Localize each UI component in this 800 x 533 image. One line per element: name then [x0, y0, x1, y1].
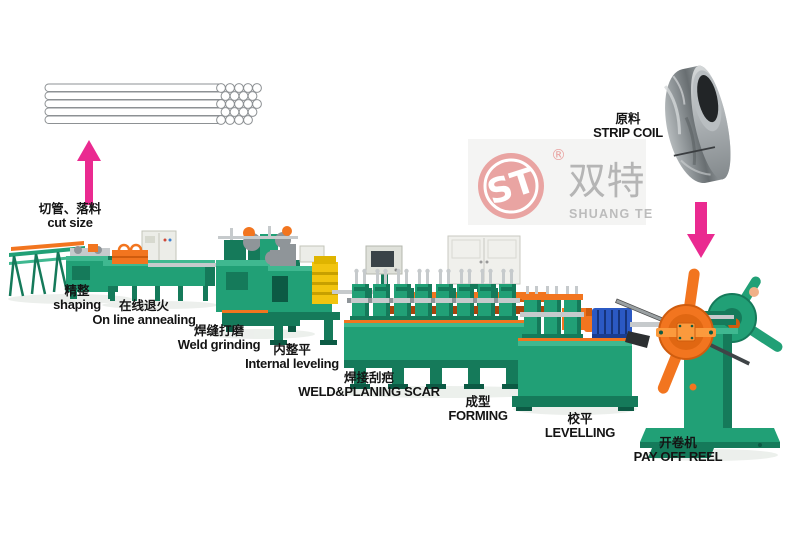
up-arrow — [77, 140, 101, 205]
forming-mill — [344, 268, 548, 389]
label-shaping: 精整 shaping — [53, 284, 101, 313]
label-internal-leveling-en: Internal leveling — [245, 356, 339, 371]
label-cut-size-cn: 切管、落料 — [38, 202, 102, 216]
annealing-machine — [103, 230, 234, 301]
label-strip-coil-cn: 原料 — [615, 112, 641, 126]
label-weld-grinding: 焊缝打磨 Weld grinding — [178, 324, 261, 353]
logo-name-cn: 双特 — [568, 161, 646, 203]
label-cut-size: 切管、落料 cut size — [39, 202, 102, 231]
label-levelling: 校平 LEVELLING — [544, 412, 616, 441]
brand-logo: ST ® — [468, 139, 646, 225]
label-weld-planing-scar-cn: 焊接刮疤 — [343, 371, 395, 385]
strip-coil — [663, 65, 731, 184]
label-forming-cn: 成型 — [465, 395, 491, 409]
levelling-machine — [512, 286, 662, 411]
label-weld-grinding-cn: 焊缝打磨 — [193, 324, 244, 338]
label-cut-size-en: cut size — [47, 215, 93, 230]
label-strip-coil-en: STRIP COIL — [593, 125, 663, 140]
label-levelling-en: LEVELLING — [544, 425, 616, 440]
label-annealing-en: On line annealing — [92, 312, 196, 327]
label-annealing-cn: 在线退火 — [118, 299, 169, 313]
label-shaping-cn: 精整 — [64, 284, 90, 298]
label-strip-coil: 原料 STRIP COIL — [593, 112, 663, 141]
pay-off-reel — [615, 268, 783, 458]
label-weld-planing-scar-en: WELD&PLANING SCAR — [298, 384, 440, 399]
label-pay-off-reel-cn: 开卷机 — [659, 436, 697, 450]
label-internal-leveling-cn: 内整平 — [273, 343, 311, 357]
label-internal-leveling: 内整平 Internal leveling — [245, 343, 339, 372]
label-annealing: 在线退火 On line annealing — [92, 299, 196, 328]
label-weld-planing-scar: 焊接刮疤 WELD&PLANING SCAR — [298, 371, 440, 400]
label-pay-off-reel-en: PAY OFF REEL — [633, 449, 723, 464]
label-forming-en: FORMING — [448, 408, 508, 423]
label-shaping-en: shaping — [53, 297, 101, 312]
label-pay-off-reel: 开卷机 PAY OFF REEL — [634, 436, 723, 465]
label-levelling-cn: 校平 — [567, 412, 593, 426]
pipe-bundle — [44, 83, 262, 125]
down-arrow — [687, 202, 715, 258]
logo-registered: ® — [551, 146, 566, 164]
label-weld-grinding-en: Weld grinding — [177, 337, 261, 352]
logo-name-en: SHUANG TE — [569, 207, 654, 221]
label-forming: 成型 FORMING — [448, 395, 508, 424]
